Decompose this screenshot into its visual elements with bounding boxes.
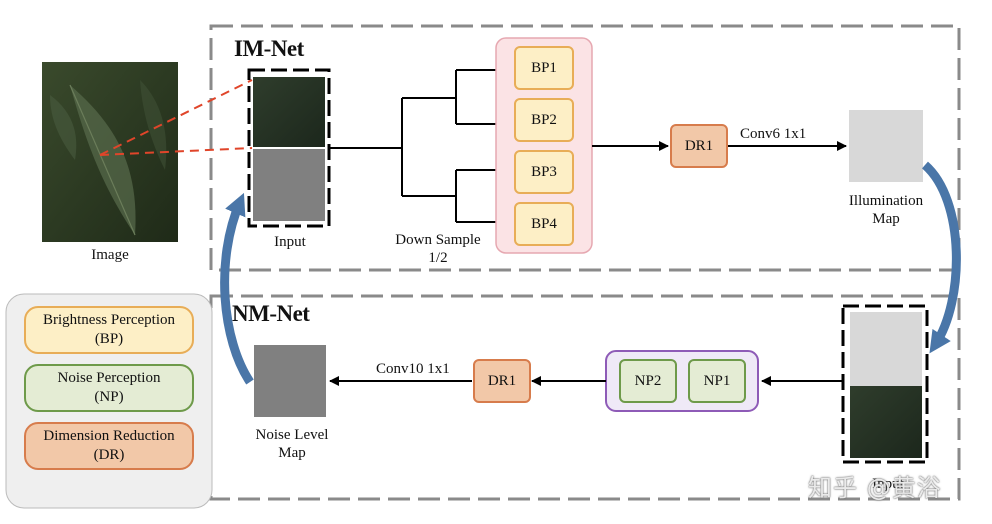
bp4-node: BP4 [514, 202, 574, 246]
feedback-arrow-left [220, 192, 254, 385]
downsample-label: Down Sample 1/2 [395, 232, 481, 266]
np2-node: NP2 [619, 359, 677, 403]
bp2-node: BP2 [514, 98, 574, 142]
legend-np: Noise Perception (NP) [24, 364, 194, 412]
noise-level-map-label: Noise Level Map [255, 427, 329, 461]
feedback-arrow-right [921, 161, 961, 354]
legend-dr: Dimension Reduction (DR) [24, 422, 194, 470]
im-net-panel [209, 24, 961, 272]
legend-bp: Brightness Perception (BP) [24, 306, 194, 354]
watermark: 知乎 @黄浴 [808, 474, 942, 502]
im-input-label: Input [274, 234, 306, 250]
conv6-label: Conv6 1x1 [740, 126, 807, 142]
nm-net-title: NM-Net [232, 301, 310, 326]
np1-node: NP1 [688, 359, 746, 403]
illumination-map [849, 110, 923, 182]
nm-dr1-node: DR1 [473, 359, 531, 403]
illumination-map-label: Illumination Map [848, 193, 924, 227]
source-image [42, 62, 178, 242]
im-net-title: IM-Net [234, 36, 304, 61]
bp3-node: BP3 [514, 150, 574, 194]
conv10-label: Conv10 1x1 [376, 361, 450, 377]
noise-level-map [254, 345, 326, 417]
im-dr1-node: DR1 [670, 124, 728, 168]
nm-input-label: Input [872, 476, 904, 492]
nm-input-box [841, 304, 929, 464]
bp1-node: BP1 [514, 46, 574, 90]
image-label: Image [91, 247, 129, 263]
